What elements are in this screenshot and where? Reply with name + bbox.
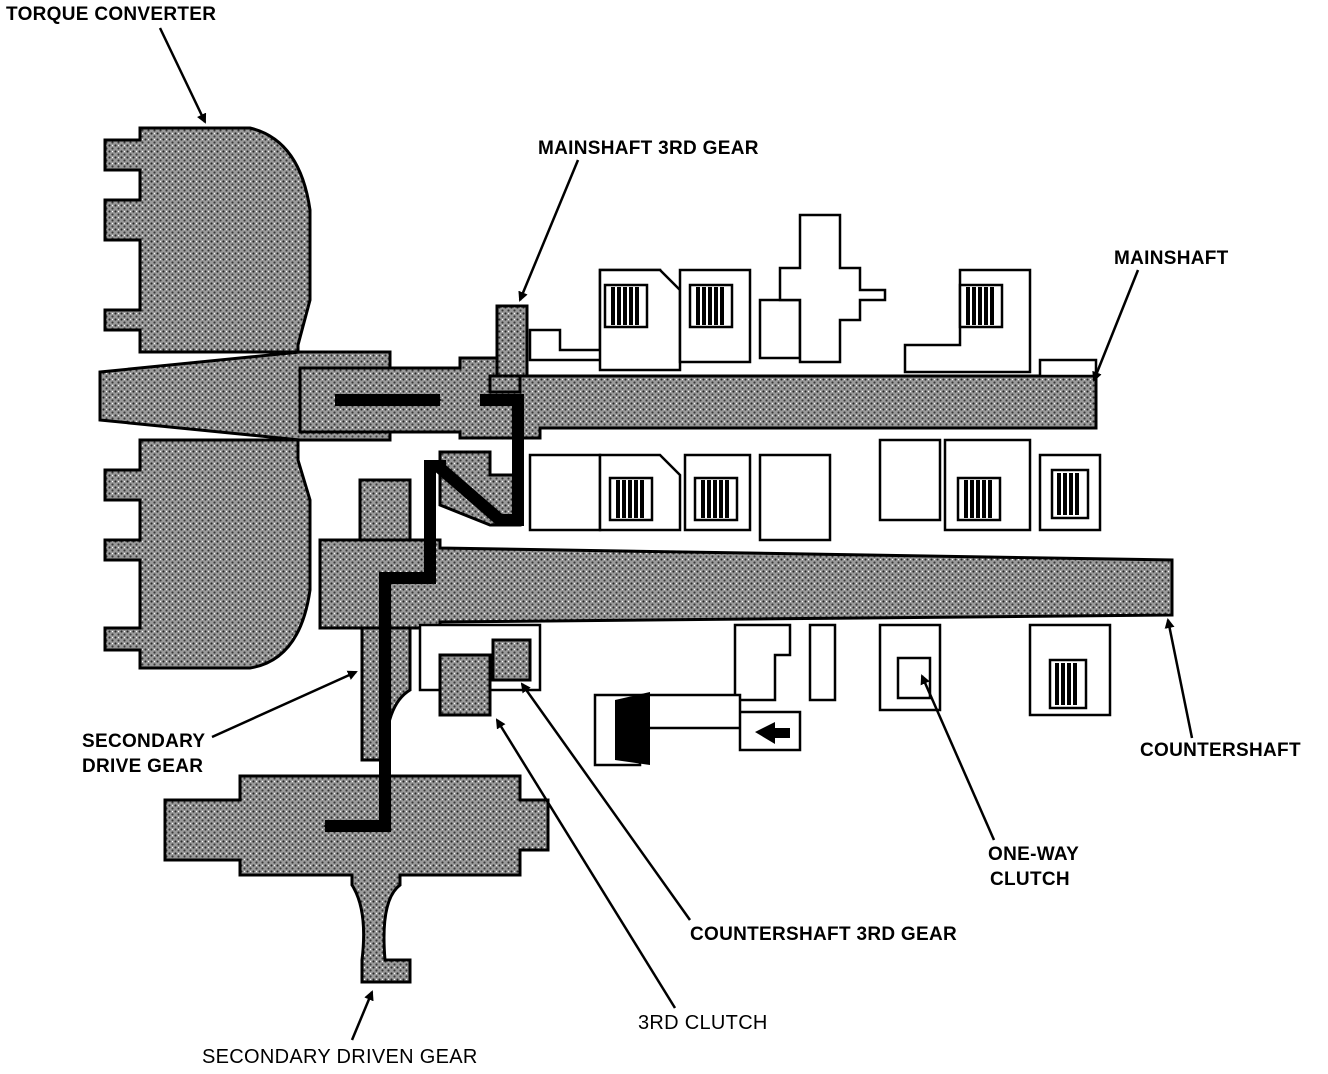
label-secondary-drive-gear-line2: DRIVE GEAR (82, 756, 204, 777)
label-secondary-driven-gear: SECONDARY DRIVEN GEAR (202, 1046, 478, 1068)
secondary-driven-gear (163, 774, 550, 984)
label-3rd-clutch: 3RD CLUTCH (638, 1012, 768, 1034)
third-clutch-lower (438, 653, 492, 717)
leader-lines (158, 27, 1194, 1041)
middle-clutch-assembly (438, 438, 1102, 542)
parking-gear (778, 213, 887, 364)
mainshaft (298, 304, 1098, 440)
power-flow-path (323, 394, 524, 832)
label-one-way-clutch-line2: CLUTCH (990, 869, 1070, 890)
label-mainshaft: MAINSHAFT (1114, 248, 1229, 269)
servo-arrow (755, 722, 790, 744)
label-one-way-clutch-line1: ONE-WAY (988, 844, 1080, 865)
label-secondary-drive-gear-line1: SECONDARY (82, 731, 206, 752)
label-countershaft: COUNTERSHAFT (1140, 740, 1301, 761)
countershaft-3rd-gear-lower (491, 638, 532, 682)
label-torque-converter: TORQUE CONVERTER (6, 4, 217, 25)
lower-clutch-assembly (418, 623, 1112, 767)
countershaft (318, 478, 1174, 630)
upper-clutch-assembly (528, 213, 1098, 378)
label-mainshaft-3rd-gear: MAINSHAFT 3RD GEAR (538, 138, 759, 159)
label-countershaft-3rd-gear: COUNTERSHAFT 3RD GEAR (690, 924, 958, 945)
mainshaft-3rd-gear-teeth (495, 304, 529, 378)
